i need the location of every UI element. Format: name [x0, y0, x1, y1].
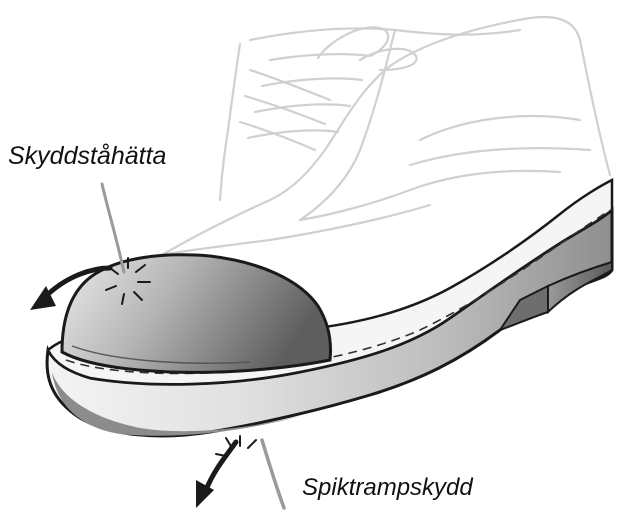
sole-protection-label: Spiktrampskydd — [302, 474, 473, 502]
toe-cap-pointer — [102, 184, 124, 272]
shoe-upper-outline — [150, 17, 610, 262]
curved-arrow-icon — [196, 442, 236, 508]
toe-cap — [62, 255, 331, 373]
toe-cap-label: Skyddståhätta — [8, 142, 166, 171]
sole-protection-pointer — [262, 440, 284, 508]
